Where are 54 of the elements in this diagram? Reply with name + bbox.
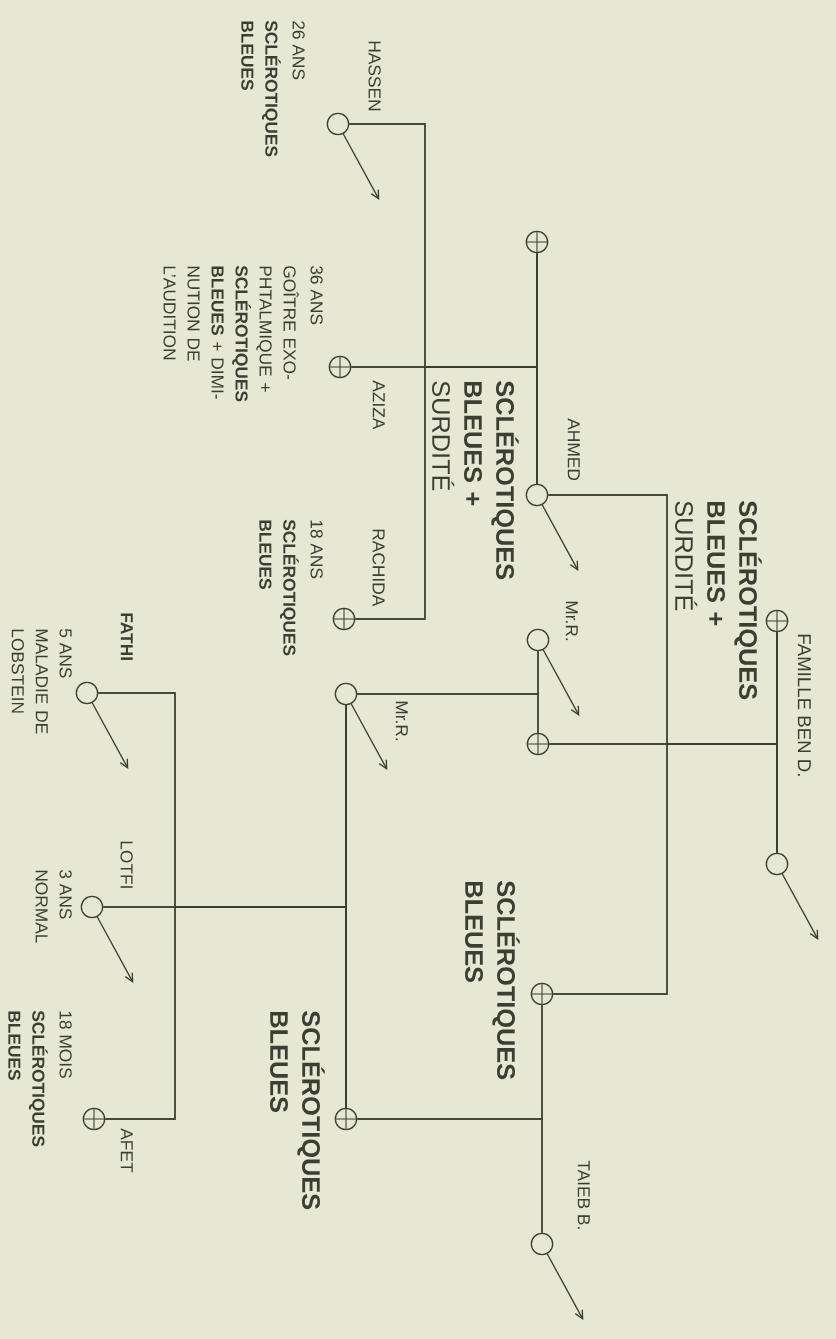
crossed-circle-symbol (332, 607, 356, 631)
person-name: AZIZA (372, 380, 385, 430)
person-name: Mr.R. (565, 601, 578, 641)
crossed-circle-symbol (525, 230, 549, 254)
title: FAMILLE BEN D. (797, 634, 811, 776)
person-name: LOTFI (120, 841, 133, 888)
arrow (542, 649, 580, 716)
arrow (350, 703, 388, 770)
crossed-circle-symbol (526, 732, 550, 756)
person-name: RACHIDA (372, 529, 385, 607)
arrow (546, 1253, 584, 1320)
pedigree-line (552, 743, 778, 995)
person-name: AFET (120, 1128, 133, 1173)
pedigree-line (356, 693, 539, 734)
diagnosis-text: SCLÉROTIQUES BLEUES (8, 1010, 48, 1147)
diagnosis-text: SCLÉROTIQUES BLEUES (241, 20, 281, 157)
age-text: 36 ANS (310, 265, 323, 325)
person-name: AHMED (567, 418, 580, 481)
person-name: TAIEB B. (577, 1160, 590, 1229)
pedigree-line (356, 1118, 543, 1234)
arrow (342, 133, 380, 200)
age-text: 18 ANS (310, 520, 323, 579)
age-text: 5 ANS (59, 628, 72, 678)
arrow (781, 873, 819, 940)
diagnosis-text: SCLÉROTIQUES BLEUES + SURDITÉ (675, 501, 762, 700)
diagnosis-text: SCLÉROTIQUES BLEUES (270, 1011, 325, 1210)
crossed-circle-symbol (82, 1107, 106, 1131)
crossed-circle-symbol (530, 982, 554, 1006)
age-text: 18 MOIS (59, 1011, 72, 1078)
arrow (91, 702, 129, 769)
person-name: Mr.R. (395, 701, 408, 741)
arrow (541, 504, 579, 571)
circle-symbol (765, 852, 789, 876)
diagnosis-text: NORMAL (35, 870, 48, 943)
person-name: HASSEN (368, 41, 381, 111)
age-text: 26 ANS (292, 21, 305, 80)
crossed-circle-symbol (334, 1107, 358, 1131)
circle-symbol (326, 112, 350, 136)
circle-symbol (80, 895, 104, 919)
circle-symbol (334, 682, 358, 706)
circle-symbol (530, 1232, 554, 1256)
diagnosis-text: MALADIE DE LOBSTEIN (11, 629, 48, 734)
circle-symbol (526, 628, 550, 652)
age-text: 3 ANS (59, 869, 72, 919)
person-name: FATHI (120, 613, 133, 660)
pedigree-line (354, 366, 538, 620)
arrow (96, 916, 134, 983)
circle-symbol (75, 681, 99, 705)
crossed-circle-symbol (328, 355, 352, 379)
diagnosis-text: SCLÉROTIQUES BLEUES (465, 881, 520, 1080)
diagnosis-text: SCLÉROTIQUES BLEUES (259, 519, 299, 656)
diagnosis-text: SCLÉROTIQUES BLEUES + SURDITÉ (432, 381, 519, 580)
crossed-circle-symbol (765, 609, 789, 633)
circle-symbol (525, 483, 549, 507)
